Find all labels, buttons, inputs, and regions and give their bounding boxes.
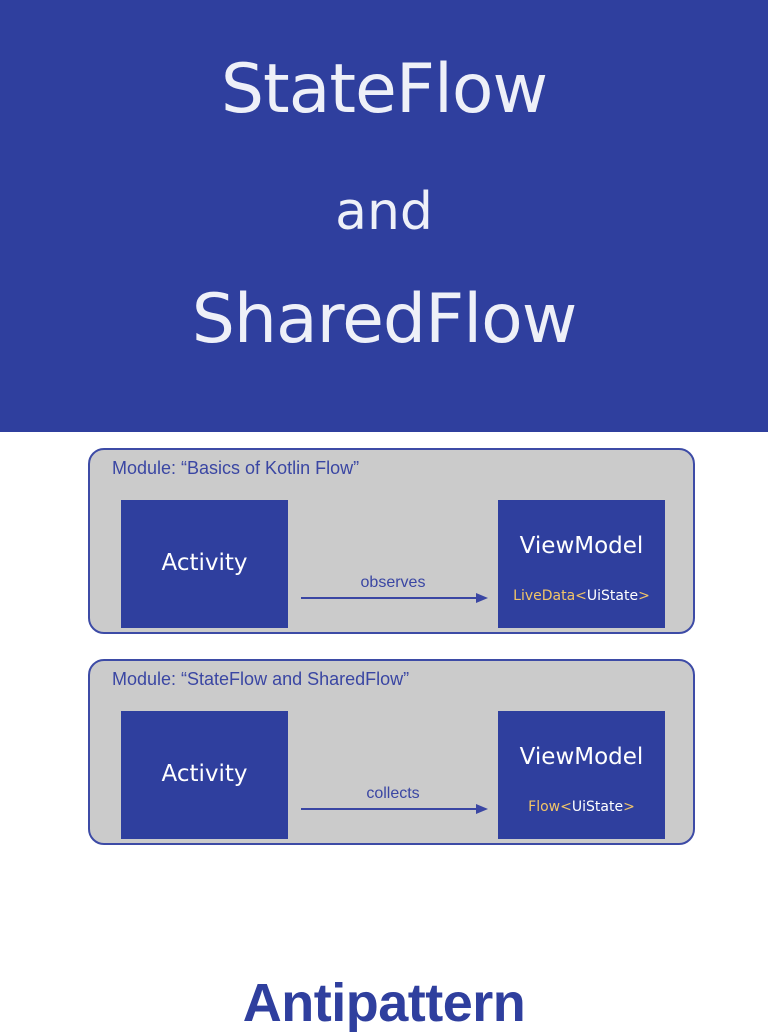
activity-box: Activity — [121, 711, 288, 839]
state-type: UiState — [571, 799, 624, 815]
viewmodel-label: ViewModel — [519, 533, 644, 559]
title-banner: StateFlow and SharedFlow — [0, 0, 768, 432]
title-line-sharedflow: SharedFlow — [191, 280, 578, 359]
close-bracket: > — [638, 588, 650, 604]
activity-box: Activity — [121, 500, 288, 628]
viewmodel-box: ViewModel Flow<UiState> — [498, 711, 665, 839]
module-title: Module: “Basics of Kotlin Flow” — [112, 458, 360, 478]
activity-label: Activity — [161, 761, 248, 787]
title-line-stateflow: StateFlow — [220, 50, 548, 129]
module-stateflow-diagram: Module: “StateFlow and SharedFlow” Activ… — [88, 659, 695, 845]
state-holder-type: Flow<UiState> — [498, 799, 665, 815]
activity-label: Activity — [161, 550, 248, 576]
open-bracket: < — [575, 588, 587, 604]
module-basics-diagram: Module: “Basics of Kotlin Flow” Activity… — [88, 448, 695, 634]
arrow-label: observes — [360, 574, 426, 591]
state-holder-type: LiveData<UiState> — [498, 588, 665, 604]
arrow-right-icon — [301, 593, 488, 603]
holder-type: Flow — [528, 799, 561, 815]
arrow-right-icon — [301, 804, 488, 814]
viewmodel-label: ViewModel — [519, 744, 644, 770]
module-title: Module: “StateFlow and SharedFlow” — [112, 669, 410, 689]
open-bracket: < — [560, 799, 572, 815]
section-title-antipattern: Antipattern — [242, 973, 526, 1033]
state-type: UiState — [586, 588, 639, 604]
holder-type: LiveData — [513, 588, 576, 604]
close-bracket: > — [623, 799, 635, 815]
viewmodel-box: ViewModel LiveData<UiState> — [498, 500, 665, 628]
title-line-and: and — [335, 182, 433, 242]
arrow-label: collects — [366, 785, 420, 802]
